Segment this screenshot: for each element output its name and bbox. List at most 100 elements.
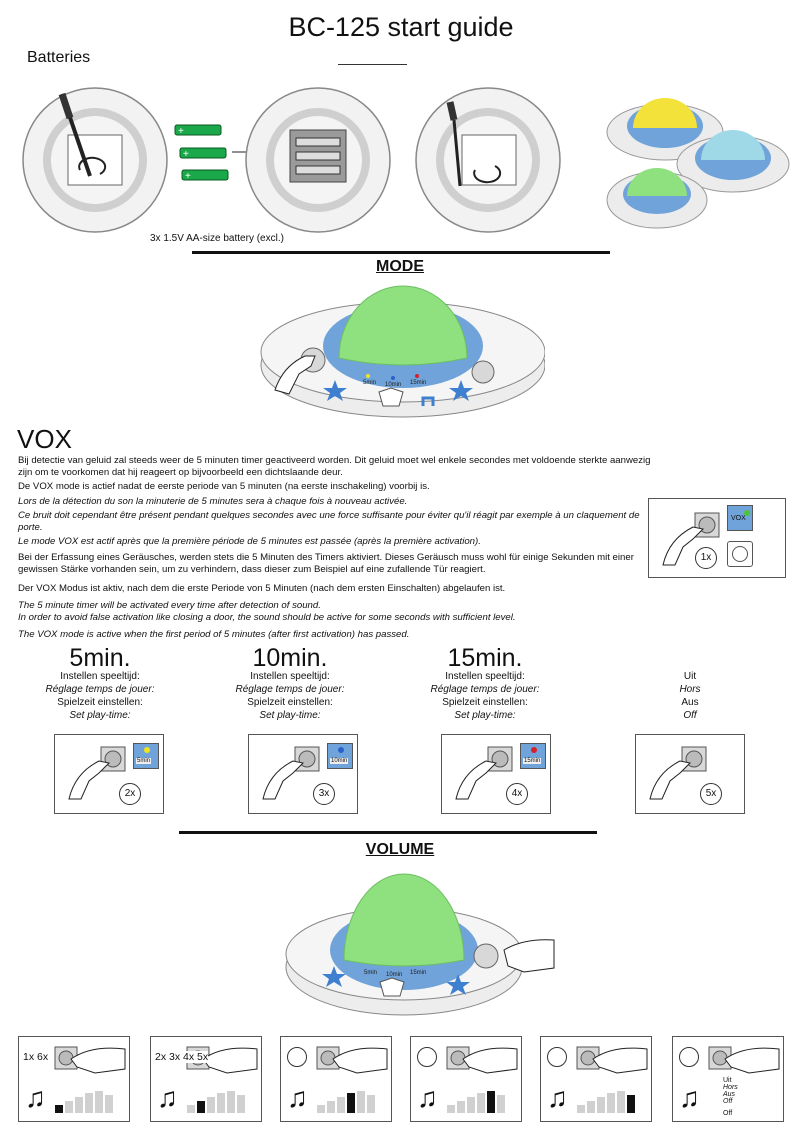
press-count-badge: 4x (506, 783, 528, 805)
svg-text:+: + (185, 171, 191, 182)
timer-option-3: 15min.Instellen speeltijd:Réglage temps … (410, 646, 560, 722)
vox-text-en-2: In order to avoid false activation like … (18, 612, 516, 623)
volume-bar (617, 1091, 625, 1113)
timer-label-nl: Instellen speeltijd: (250, 671, 330, 682)
timer-label-fr: Réglage temps de jouer: (430, 684, 540, 695)
battery-icon: + (174, 124, 222, 137)
press-count-circle (287, 1047, 307, 1067)
timer-instruction-box: 15min 4x (441, 734, 551, 814)
volume-bar (227, 1091, 235, 1113)
vox-text-de-1: Bei der Erfassung eines Geräusches, werd… (18, 552, 634, 575)
svg-text:+: + (183, 149, 189, 160)
timer-title: 5min. (69, 644, 131, 672)
vox-text-nl-1: Bij detectie van geluid zal steeds weer … (18, 455, 651, 478)
volume-level-bars (317, 1089, 383, 1113)
volume-bar (457, 1101, 465, 1113)
press-count-circle (417, 1047, 437, 1067)
hand-press-button-icon (54, 1046, 126, 1074)
vox-text-en-1: The 5 minute timer will be activated eve… (18, 600, 321, 611)
music-note-icon: ♫ (25, 1082, 46, 1113)
mode-label-15min: 15min (410, 380, 426, 386)
press-count-badge: 3x (313, 783, 335, 805)
timer-option-2: 10min.Instellen speeltijd: Réglage temps … (215, 646, 365, 722)
device-back-open-icon (22, 87, 168, 233)
battery-icon: + (181, 169, 229, 182)
vox-text-fr-1: Lors de la détection du son la minuterie… (18, 496, 408, 507)
vox-heading: VOX (17, 424, 72, 454)
timer-settings: 5min.Instellen speeltijd:Réglage temps d… (0, 646, 802, 826)
blue-nightlight-icon (676, 130, 790, 193)
timer-label-nl: Instellen speeltijd: (445, 671, 525, 682)
battery-icon: + (179, 147, 227, 160)
hand-press-button-icon (68, 746, 126, 800)
battery-compartment-icon (245, 87, 391, 233)
volume-bar (477, 1093, 485, 1113)
svg-text:10min: 10min (386, 972, 402, 978)
volume-bar (327, 1101, 335, 1113)
timer-label-de: Spielzeit einstellen: (247, 697, 333, 708)
svg-text:5min: 5min (364, 970, 377, 976)
volume-off-label: Aus (723, 1091, 736, 1098)
star-icon (322, 966, 470, 995)
timer-label-nl: Instellen speeltijd: (60, 671, 140, 682)
timer-label-de: Spielzeit einstellen: (57, 697, 143, 708)
volume-level-bars (187, 1089, 253, 1113)
hand-press-button-icon (316, 1046, 388, 1074)
timer-title: 10min. (252, 644, 328, 672)
vox-text-nl-2: De VOX mode is actief nadat de eerste pe… (18, 481, 430, 492)
volume-bar (187, 1105, 195, 1113)
timer-indicator-label: 10min (330, 758, 349, 764)
timer-label-en: Off (683, 710, 697, 721)
batteries-heading: Batteries (27, 49, 91, 66)
volume-bar (207, 1097, 215, 1113)
timer-option-1: 5min.Instellen speeltijd:Réglage temps d… (25, 646, 175, 722)
volume-step-box: ♫ (410, 1036, 522, 1122)
timer-label-fr: Réglage temps de jouer: (235, 684, 345, 695)
hand-press-button-icon (446, 1046, 518, 1074)
volume-level-bars (447, 1089, 513, 1113)
volume-bar (447, 1105, 455, 1113)
timer-label-en: Set play-time: (69, 710, 131, 721)
volume-bar (587, 1101, 595, 1113)
timer-label-fr: Hors (679, 684, 701, 695)
music-note-icon: ♫ (287, 1082, 308, 1113)
press-count-label: 1x 6x (23, 1051, 49, 1063)
timer-indicator-icon: 15min (520, 743, 546, 769)
music-note-icon: ♫ (547, 1082, 568, 1113)
volume-bar (65, 1101, 73, 1113)
mode-label-10min: 10min (385, 382, 401, 388)
svg-text:15min: 15min (410, 970, 426, 976)
hand-press-button-icon (455, 746, 513, 800)
timer-label-en: Set play-time: (259, 710, 321, 721)
led-icon (144, 747, 150, 753)
volume-bar (85, 1093, 93, 1113)
volume-level-bars (55, 1089, 121, 1113)
timer-label-en: Set play-time: (454, 710, 516, 721)
volume-device-illustration: 5min 10min 15min (285, 873, 555, 1016)
volume-bar (197, 1101, 205, 1113)
timer-indicator-label: 15min (523, 758, 542, 764)
title-underline (338, 64, 407, 65)
device-back-close-icon (415, 87, 561, 233)
timer-label-de: Spielzeit einstellen: (442, 697, 528, 708)
vox-indicator-icon: VOX (727, 505, 753, 531)
volume-bar (597, 1097, 605, 1113)
hand-press-button-icon (649, 746, 707, 800)
volume-bar (607, 1093, 615, 1113)
volume-step-box: ♫2x 3x 4x 5x (150, 1036, 262, 1122)
product-variants-illustration (606, 98, 790, 229)
timer-instruction-box: 10min 3x (248, 734, 358, 814)
volume-step-box: ♫ 1x 6x (18, 1036, 130, 1122)
mic-icon (727, 541, 753, 567)
volume-bar (105, 1095, 113, 1113)
hand-press-button-icon (662, 512, 720, 566)
volume-off-label: Off (723, 1110, 733, 1117)
svg-text:+: + (178, 126, 184, 137)
volume-bar (467, 1097, 475, 1113)
volume-bar (237, 1095, 245, 1113)
section-divider (192, 251, 610, 254)
